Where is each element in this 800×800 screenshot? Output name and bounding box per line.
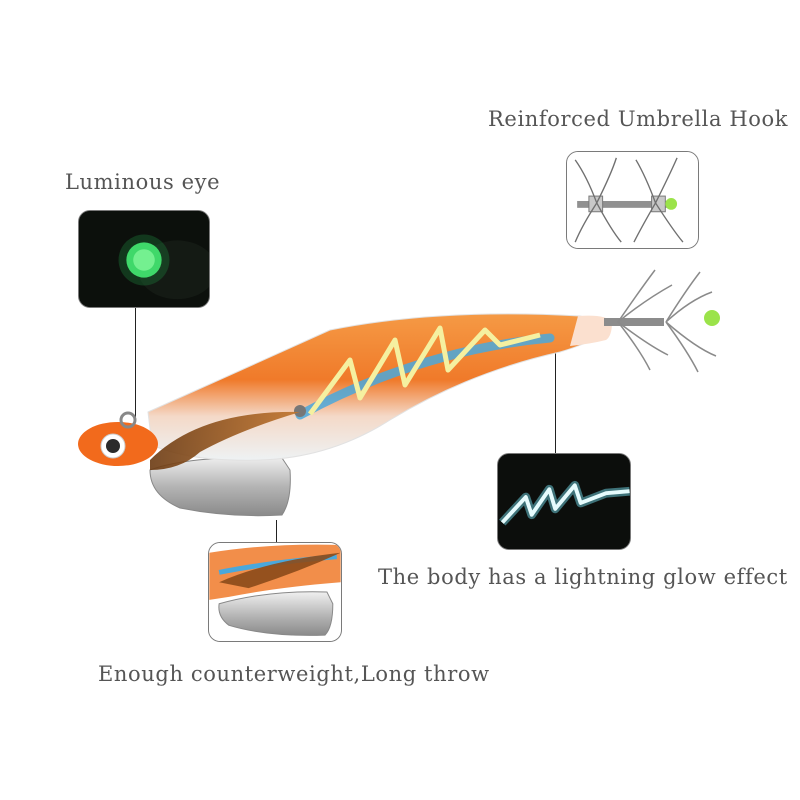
lightning-glow-label: The body has a lightning glow effect	[378, 565, 788, 589]
weight-leader-line	[276, 520, 277, 544]
counterweight-label: Enough counterweight,Long throw	[98, 662, 490, 686]
lure-eye-icon	[106, 439, 120, 453]
sinker-weight-icon	[209, 543, 341, 641]
lightning-zigzag	[307, 325, 541, 416]
lightning-glow-inset	[497, 453, 631, 550]
body-pin	[294, 405, 306, 417]
umbrella-hook-inset	[566, 151, 699, 249]
feather-tuft	[150, 411, 300, 470]
luminous-eye-label: Luminous eye	[65, 170, 221, 194]
hook-shank	[604, 318, 664, 326]
line-eye-ring	[119, 411, 137, 429]
umbrella-hook-label: Reinforced Umbrella Hook	[488, 107, 789, 131]
umbrella-hook-icon	[617, 269, 717, 373]
glowing-eye-icon	[79, 211, 209, 307]
tail-cap	[570, 315, 612, 346]
luminous-eye-inset	[78, 210, 210, 308]
hook-glow-bead	[704, 310, 720, 326]
body-leader-line	[555, 350, 556, 453]
eye-leader-line	[135, 308, 136, 420]
lightning-glow-icon	[498, 454, 630, 549]
counterweight-inset	[208, 542, 342, 642]
